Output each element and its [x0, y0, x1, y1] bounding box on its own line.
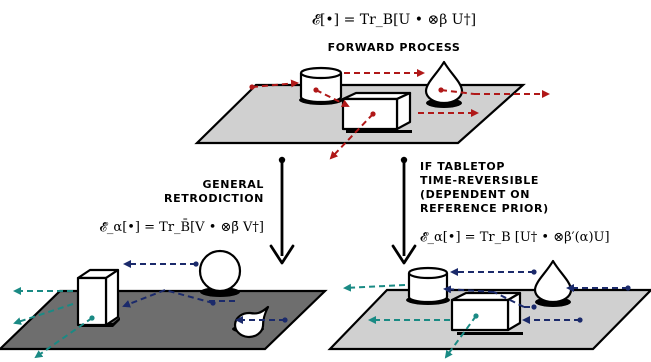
reversible-arrows-navy [443, 268, 628, 324]
drop-icon [232, 305, 270, 339]
cylinder-icon [406, 266, 450, 305]
reversible-formula: 𝓔̂_α[•] = Tr_B [U† • ⊗β′(α)U] [420, 230, 610, 245]
forward-arrows [251, 69, 550, 160]
box-icon [76, 268, 120, 327]
general-arrows-teal [13, 287, 93, 359]
reversible-arrows-teal [343, 283, 477, 359]
reversible-label-line2: TIME-REVERSIBLE [420, 174, 539, 187]
general-label-line1: GENERAL [203, 178, 264, 191]
box-icon [450, 291, 523, 335]
sphere-icon [198, 249, 242, 297]
retrodiction-arrow-right [391, 156, 417, 265]
retrodiction-arrow-left [269, 156, 295, 265]
drop-icon [424, 60, 464, 108]
reversible-label-line3: (DEPENDENT ON [420, 188, 530, 201]
general-label-line2: RETRODICTION [164, 192, 264, 205]
general-arrows-navy [122, 260, 285, 324]
reversible-label-line4: REFERENCE PRIOR) [420, 202, 549, 215]
box-icon [341, 91, 412, 133]
general-tabletop [0, 289, 328, 351]
forward-formula: 𝓔[•] = Tr_B[U • ⊗β U†] [312, 12, 476, 28]
forward-process-label: FORWARD PROCESS [328, 41, 461, 54]
reversible-label-line1: IF TABLETOP [420, 160, 505, 173]
general-formula: 𝓔̂_α[•] = Tr_B̄[V • ⊗β̄ V†] [99, 219, 264, 235]
drop-icon [533, 259, 573, 307]
cylinder-icon [299, 66, 343, 105]
